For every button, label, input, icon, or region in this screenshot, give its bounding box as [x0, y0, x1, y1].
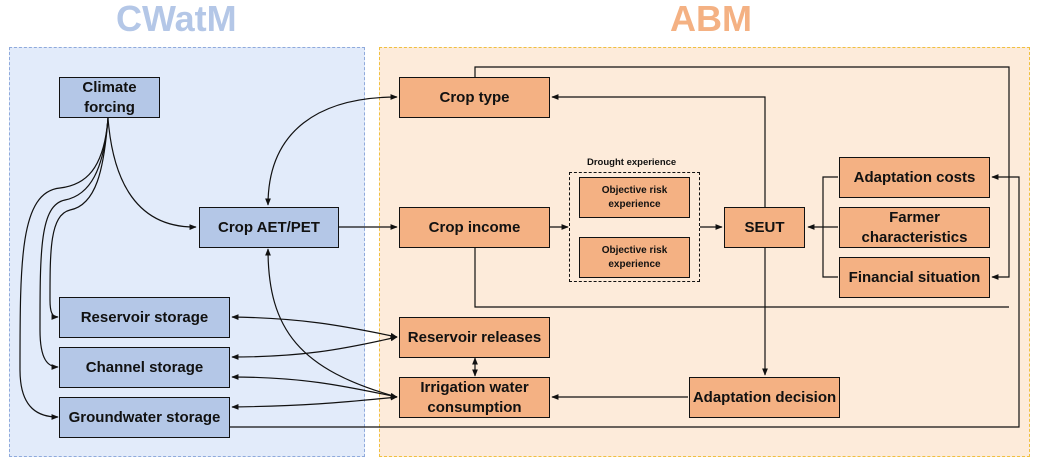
node-financial-situation: Financial situation: [839, 257, 990, 298]
node-channel-storage: Channel storage: [59, 347, 230, 388]
drought-experience-group: [569, 172, 700, 282]
node-adaptation-decision: Adaptation decision: [689, 377, 840, 418]
node-irrigation-water-consumption: Irrigation water consumption: [399, 377, 550, 418]
node-reservoir-releases: Reservoir releases: [399, 317, 550, 358]
node-farmer-characteristics: Farmer characteristics: [839, 207, 990, 248]
node-groundwater-storage: Groundwater storage: [59, 397, 230, 438]
abm-title: ABM: [670, 0, 752, 39]
node-reservoir-storage: Reservoir storage: [59, 297, 230, 338]
node-crop-income: Crop income: [399, 207, 550, 248]
node-crop-aet-pet: Crop AET/PET: [199, 207, 339, 248]
node-climate-forcing: Climate forcing: [59, 77, 160, 118]
node-objective-risk-1: Objective risk experience: [579, 177, 690, 218]
node-objective-risk-2: Objective risk experience: [579, 237, 690, 278]
cwatm-title: CWatM: [116, 0, 237, 39]
node-adaptation-costs: Adaptation costs: [839, 157, 990, 198]
node-crop-type: Crop type: [399, 77, 550, 118]
drought-experience-label: Drought experience: [587, 157, 677, 168]
node-seut: SEUT: [724, 207, 805, 248]
